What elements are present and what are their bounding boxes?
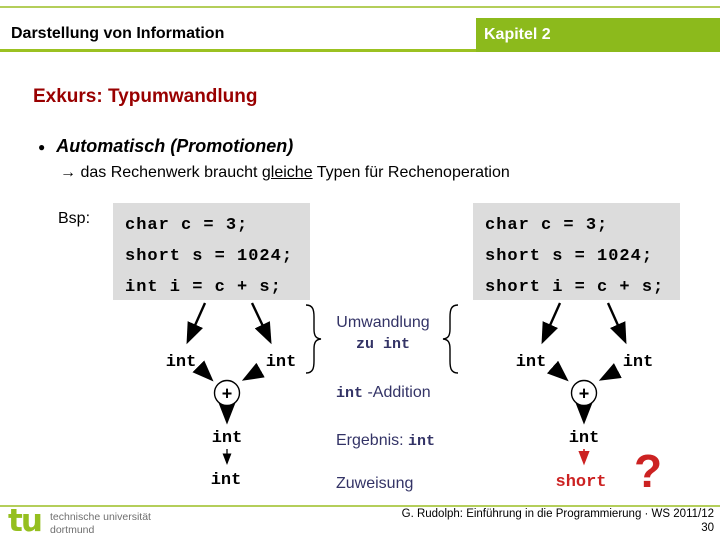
slide-header: Darstellung von Information Kapitel 2 [0,18,720,52]
arrow-right-operand2 [606,302,627,345]
arrow-right-to-plus2 [598,363,622,381]
arrow-left-operand2 [250,302,272,345]
code-block-left: char c = 3; short s = 1024; int i = c + … [113,203,310,300]
arrow-right-operand1 [541,302,562,345]
arrow-right-to-plus1 [546,360,569,382]
university-name-line1: technische universität [50,511,151,523]
bullet-label: Automatisch (Promotionen) [56,136,294,156]
left-result-type: int [211,429,243,448]
tu-dortmund-logo: tu [8,503,43,539]
footer-accent-line [0,505,720,507]
assignment-label: Zuweisung [336,475,414,492]
bullet-item: ● Automatisch (Promotionen) [38,136,293,157]
plus-node-right [570,379,598,407]
left-assigned-type: int [210,471,242,490]
plus-operator-right: + [579,386,590,406]
university-name: technische universität dortmund [50,511,151,537]
code-block-right: char c = 3; short s = 1024; short i = c … [473,203,680,300]
course-credit: G. Rudolph: Einführung in die Programmie… [401,508,714,520]
example-label: Bsp: [58,210,91,227]
arrow-left-to-plus2 [241,362,265,381]
code-line: short s = 1024; [485,247,654,266]
conversion-label: Umwandlung zu int [308,312,458,355]
chapter-label: Kapitel 2 [484,26,551,43]
promotion-note: → das Rechenwerk braucht gleiche Typen f… [60,164,510,182]
arrow-left-to-plus1 [192,360,214,382]
note-text-underlined: gleiche [261,164,313,181]
right-operand2-type: int [622,353,654,372]
addition-type: int [336,385,364,402]
right-result-type: int [568,429,600,448]
addition-label: int -Addition [336,384,431,402]
result-prefix: Ergebnis: [336,432,404,449]
code-line: char c = 3; [485,216,609,235]
code-line: char c = 3; [125,216,249,235]
footer-credit: G. Rudolph: Einführung in die Programmie… [402,507,714,535]
arrow-left-operand1 [186,302,207,345]
chapter-badge: Kapitel 2 [476,18,720,52]
page-number: 30 [701,522,714,534]
question-mark: ? [634,445,663,497]
conversion-label-line2: zu int [355,336,410,353]
result-type: int [408,433,436,450]
left-operand1-type: int [165,353,197,372]
plus-operator-left: + [222,386,233,406]
section-title: Exkurs: Typumwandlung [33,86,258,107]
code-line: short s = 1024; [125,247,294,266]
code-line: int i = c + s; [125,278,282,297]
university-name-line2: dortmund [50,524,95,536]
left-operand2-type: int [265,353,297,372]
right-assigned-type: short [555,473,607,492]
result-label: Ergebnis: int [336,432,435,450]
right-arrow-glyph: → [60,164,76,181]
conversion-label-line1: Umwandlung [336,314,430,331]
page-title: Darstellung von Information [11,24,225,42]
plus-node-left [213,379,241,407]
top-accent-line [0,6,720,8]
code-line: short i = c + s; [485,278,665,297]
note-text-post: Typen für Rechenoperation [316,164,510,181]
bullet-icon: ● [38,139,46,154]
right-operand1-type: int [515,353,547,372]
header-title-box: Darstellung von Information [0,18,476,52]
note-text-pre: das Rechenwerk braucht [80,164,258,181]
addition-suffix: -Addition [367,384,431,401]
